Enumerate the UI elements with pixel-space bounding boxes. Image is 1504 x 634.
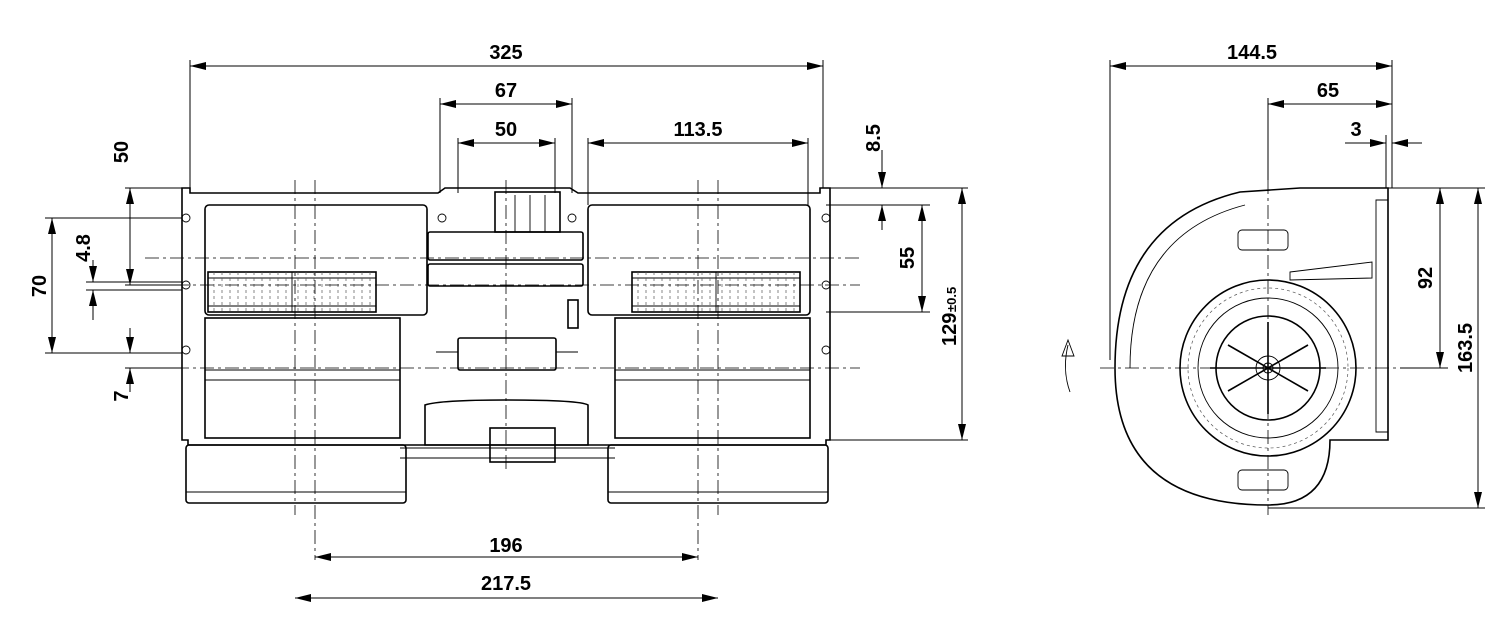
connector-block-lower [427, 263, 584, 287]
terminal-pins [514, 195, 546, 232]
rotation-direction-arrow [1065, 344, 1071, 393]
scroll-inner-curve [1129, 204, 1246, 369]
bottom-rail [400, 447, 615, 459]
right-motor-box [607, 444, 829, 504]
resistor-body [457, 337, 557, 371]
center-bottom-housing [424, 399, 589, 446]
dim-7: 7 [111, 390, 133, 401]
front-center-lines [145, 180, 860, 560]
dim-129-tolerance: ±0.5 [944, 287, 959, 312]
left-housing-upper [204, 204, 428, 316]
left-housing-bands [205, 369, 400, 439]
bottom-connector [489, 427, 556, 463]
side-flange [1375, 199, 1388, 433]
dim-3: 3 [1350, 119, 1361, 141]
front-back-plate [181, 187, 831, 446]
dim-129: 129 [939, 313, 961, 346]
dim-4-8: 4.8 [73, 234, 95, 262]
outlet-fin [1289, 261, 1373, 281]
top-connector-block [427, 231, 584, 261]
dim-70: 70 [29, 275, 51, 297]
dim-163-5: 163.5 [1455, 323, 1477, 373]
left-motor-box [185, 444, 407, 504]
small-terminal [567, 299, 579, 329]
right-housing-lower [614, 317, 811, 439]
top-terminal [494, 191, 561, 233]
dim-8-5: 8.5 [863, 124, 885, 152]
left-impeller-fins [207, 271, 377, 313]
right-impeller-fins [631, 271, 801, 313]
bottom-clip [1237, 469, 1289, 491]
right-housing-bands [615, 369, 810, 439]
dim-67: 67 [495, 80, 517, 102]
dim-50-left: 50 [111, 141, 133, 163]
left-housing-lower [204, 317, 401, 439]
right-housing-upper [587, 204, 811, 316]
dim-196: 196 [489, 535, 522, 557]
front-view: 325 67 50 113.5 8.5 55 129 ±0.5 [29, 42, 968, 602]
dim-55: 55 [897, 247, 919, 269]
dim-92: 92 [1415, 267, 1437, 289]
scroll-housing [1114, 187, 1389, 506]
dim-50-top: 50 [495, 119, 517, 141]
side-view: 144.5 65 3 92 163.5 [1061, 42, 1485, 515]
dim-144-5: 144.5 [1227, 42, 1277, 64]
top-clip [1237, 229, 1289, 251]
dim-113-5: 113.5 [674, 119, 723, 141]
dim-325: 325 [489, 42, 522, 64]
wheel-blades [1187, 287, 1349, 449]
dim-217-5: 217.5 [481, 573, 531, 595]
dim-65: 65 [1317, 80, 1339, 102]
